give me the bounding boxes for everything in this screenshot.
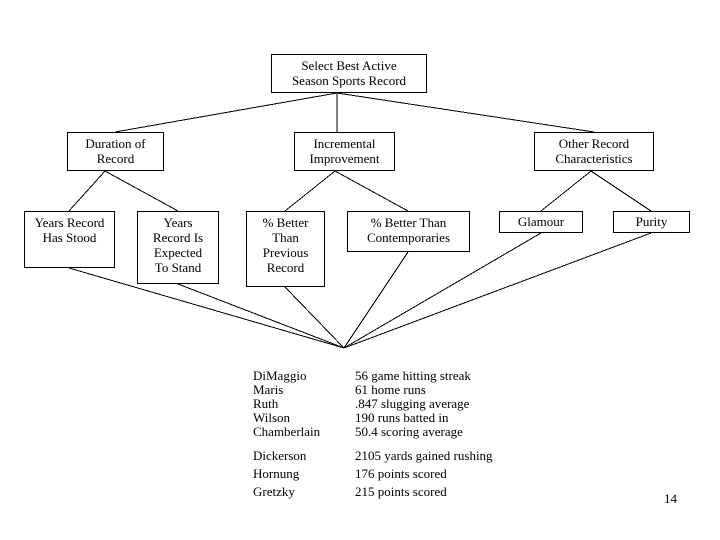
- record-row: Ruth .847 slugging average: [253, 397, 493, 411]
- connector-line: [590, 170, 652, 212]
- connector-line: [334, 170, 409, 212]
- node-label: Incremental Improvement: [309, 136, 380, 166]
- connector-line: [284, 170, 336, 212]
- record-holder: Chamberlain: [253, 424, 321, 439]
- connector-line: [336, 92, 595, 133]
- record-row: Chamberlain 50.4 scoring average: [253, 425, 493, 439]
- connector-line: [343, 232, 542, 349]
- node-incremental-improvement: Incremental Improvement: [294, 132, 395, 171]
- record-row: Wilson 190 runs batted in: [253, 411, 493, 425]
- node-label: Glamour: [517, 214, 565, 229]
- record-stat: 190 runs batted in: [355, 410, 449, 425]
- node-duration-of-record: Duration of Record: [67, 132, 164, 171]
- record-holder: Maris: [253, 382, 284, 397]
- node-label: Other Record Characteristics: [555, 136, 633, 166]
- connector-line: [177, 283, 345, 349]
- record-stat: 56 game hitting streak: [355, 368, 471, 383]
- record-group-2: Dickerson 2105 yards gained rushing Horn…: [253, 447, 493, 501]
- node-label: Purity: [635, 214, 668, 229]
- record-row: Maris 61 home runs: [253, 383, 493, 397]
- record-holder: Hornung: [253, 466, 300, 481]
- node-other-record-characteristics: Other Record Characteristics: [534, 132, 654, 171]
- connector-line: [68, 170, 106, 212]
- record-row: DiMaggio 56 game hitting streak: [253, 369, 493, 383]
- record-row: Dickerson 2105 yards gained rushing: [253, 447, 493, 465]
- record-stat: 61 home runs: [355, 382, 426, 397]
- node-label: Years Record Has Stood: [34, 215, 105, 245]
- node-select-best-record: Select Best Active Season Sports Record: [271, 54, 427, 93]
- record-row: Gretzky 215 points scored: [253, 483, 493, 501]
- node-years-record-has-stood: Years Record Has Stood: [24, 211, 115, 268]
- record-group-1: DiMaggio 56 game hitting streak Maris 61…: [253, 369, 493, 439]
- node-glamour: Glamour: [499, 211, 583, 233]
- record-stat: 215 points scored: [355, 484, 447, 499]
- record-stat: 2105 yards gained rushing: [355, 448, 493, 463]
- connector-line: [114, 92, 338, 133]
- node-label: Duration of Record: [85, 136, 146, 166]
- node-pct-better-than-previous-record: % Better Than Previous Record: [246, 211, 325, 287]
- connector-line: [104, 170, 179, 212]
- record-holder: DiMaggio: [253, 368, 307, 383]
- node-years-record-expected-to-stand: Years Record Is Expected To Stand: [137, 211, 219, 284]
- record-row: Hornung 176 points scored: [253, 465, 493, 483]
- record-holder: Ruth: [253, 396, 279, 411]
- node-label: % Better Than Previous Record: [262, 215, 309, 275]
- record-holders-list: DiMaggio 56 game hitting streak Maris 61…: [253, 369, 493, 501]
- node-label: Years Record Is Expected To Stand: [152, 215, 204, 275]
- node-label: % Better Than Contemporaries: [366, 215, 451, 245]
- record-stat: 176 points scored: [355, 466, 447, 481]
- record-stat: .847 slugging average: [355, 396, 470, 411]
- record-holder: Wilson: [253, 410, 291, 425]
- connector-line: [343, 251, 409, 349]
- record-stat: 50.4 scoring average: [355, 424, 463, 439]
- node-label: Select Best Active Season Sports Record: [291, 58, 407, 88]
- record-holder: Gretzky: [253, 484, 295, 499]
- connector-line: [68, 267, 345, 349]
- connector-line: [284, 286, 345, 349]
- node-purity: Purity: [613, 211, 690, 233]
- connector-line: [343, 232, 652, 349]
- node-pct-better-than-contemporaries: % Better Than Contemporaries: [347, 211, 470, 252]
- record-holder: Dickerson: [253, 448, 307, 463]
- page-number: 14: [664, 491, 677, 506]
- connector-line: [540, 170, 592, 212]
